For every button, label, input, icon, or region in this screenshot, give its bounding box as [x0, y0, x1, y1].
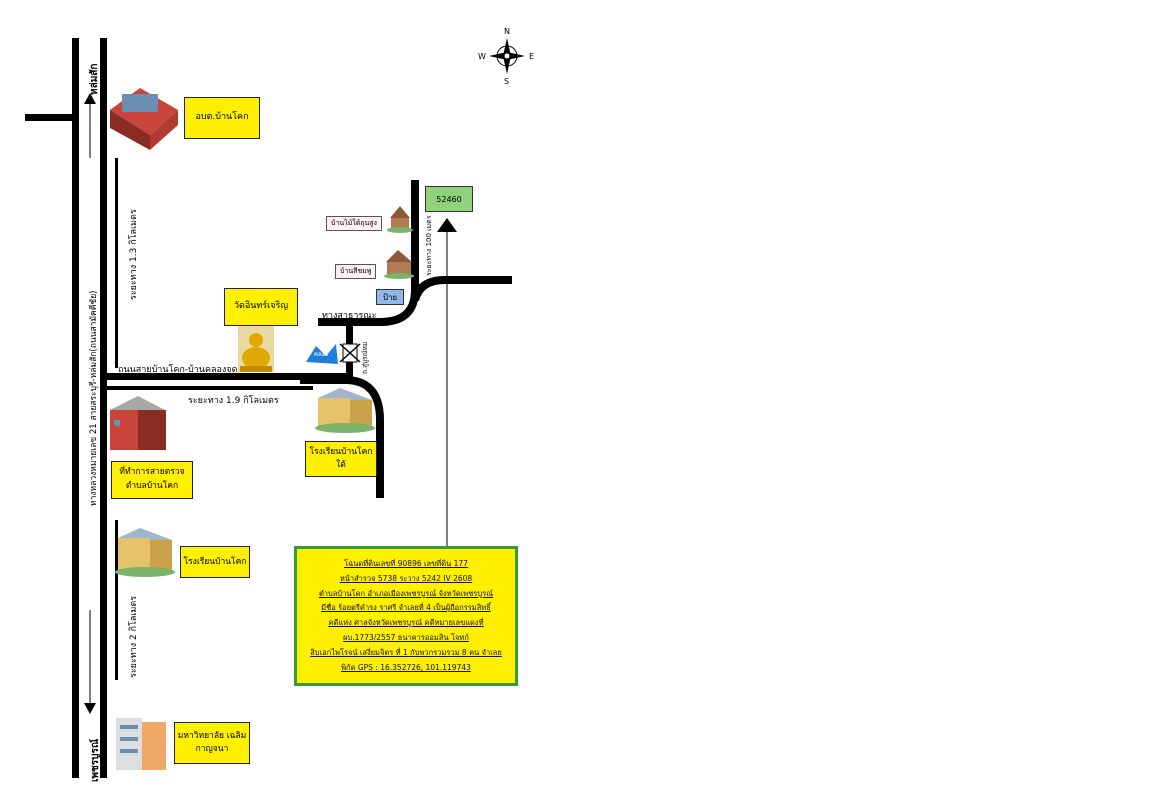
compass-w: W [478, 52, 486, 61]
soi-label: ถ.สู่บูรณ์หม [361, 341, 369, 374]
property-info-box: โฉนดที่ดินเลขที่ 90896 เลขที่ดิน 177 หน้… [294, 546, 518, 686]
info-line-5: คดีแห่ง ศาลจังหวัดเพชรบูรณ์ คดีหมายเลขแด… [328, 618, 484, 628]
local-road-lower [103, 386, 313, 390]
north-town-label: หล่มสัก [89, 63, 100, 95]
distance-label-19: ระยะทาง 1.9 กิโลเมตร [188, 396, 279, 406]
south-arrow-icon [84, 703, 96, 714]
school-south-building-icon [315, 388, 375, 433]
highway-label: ทางหลวงหมายเลข 21 สายสระบุรี-หล่มสัก(ถนน… [89, 290, 99, 507]
east-branch-road [411, 276, 512, 302]
compass-n: N [504, 27, 510, 36]
info-line-6: ผบ.1773/2557 ธนาคารออมสิน โจทก์ [343, 632, 469, 642]
university-building-icon [116, 718, 166, 770]
info-line-4: มีชื่อ ร้อยตรีคำรง ราศรี จำเลยที่ 4 เป็น… [321, 603, 491, 613]
school-south-label: โรงเรียนบ้านโคกใต้ [305, 441, 377, 477]
sao-building-icon [110, 88, 178, 150]
temple-label: วัดอินทร์เจริญ [224, 288, 298, 326]
north-arrow-icon [84, 93, 96, 104]
compass-icon [489, 38, 525, 74]
info-line-2: หน้าสำรวจ 5738 ระวาง 5242 IV 2608 [339, 573, 473, 583]
canal-label: คลอง [314, 351, 329, 358]
school-label: โรงเรียนบ้านโคก [180, 546, 250, 578]
house-high-icon [387, 206, 413, 233]
south-town-label: เพชรบูรณ์ [90, 738, 101, 782]
local-road [103, 373, 353, 380]
highway-road-east [100, 38, 107, 778]
house-high-label: บ้านไม้ใต้ถุนสูง [326, 216, 382, 231]
target-arrow-icon [437, 218, 457, 232]
south-curve-road [300, 376, 384, 498]
distance-label-13: ระยะทาง 1.3 กิโลเมตร [129, 209, 139, 300]
public-road-label: ทางสาธารณะ [322, 311, 377, 321]
north-branch-road [25, 114, 75, 121]
school-building-icon [115, 528, 175, 577]
police-label: ที่ทำการสายตรวจ ตำบลบ้านโคก [111, 461, 193, 499]
highway-road [72, 38, 79, 778]
info-line-7: สิบเอกไพโรจน์ เสงี่ยมจิตร ที่ 1 กับพวกรว… [310, 647, 502, 657]
compass-e: E [529, 52, 535, 61]
info-line-3: ตำบลบ้านโคก อำเภอเมืองเพชรบูรณ์ จังหวัดเ… [318, 588, 494, 598]
bridge-icon [339, 343, 361, 363]
target-parcel-label: 52460 [425, 186, 473, 212]
temple-buddha-icon [238, 326, 274, 372]
sao-label: อบต.บ้านโคก [184, 97, 260, 139]
house-pink-label: บ้านสีชมพู [335, 264, 377, 279]
info-line-8: พิกัด GPS : 16.352726, 101.119743 [341, 662, 471, 672]
distance-label-2: ระยะทาง 2 กิโลเมตร [129, 595, 139, 678]
house-pink-icon [384, 250, 414, 279]
canal-icon [306, 344, 338, 364]
university-label: มหาวิทยาลัย เฉลิมกาญจนา [174, 722, 250, 764]
sign-label: ป้าย [376, 289, 404, 305]
local-road-label: ถนนสายบ้านโคก-บ้านคลองจุด [118, 365, 238, 375]
info-line-1: โฉนดที่ดินเลขที่ 90896 เลขที่ดิน 177 [344, 559, 468, 568]
compass-s: S [504, 77, 510, 86]
distance-label-100: ระยะทาง 100 เมตร [425, 215, 433, 276]
police-building-icon [110, 396, 166, 450]
